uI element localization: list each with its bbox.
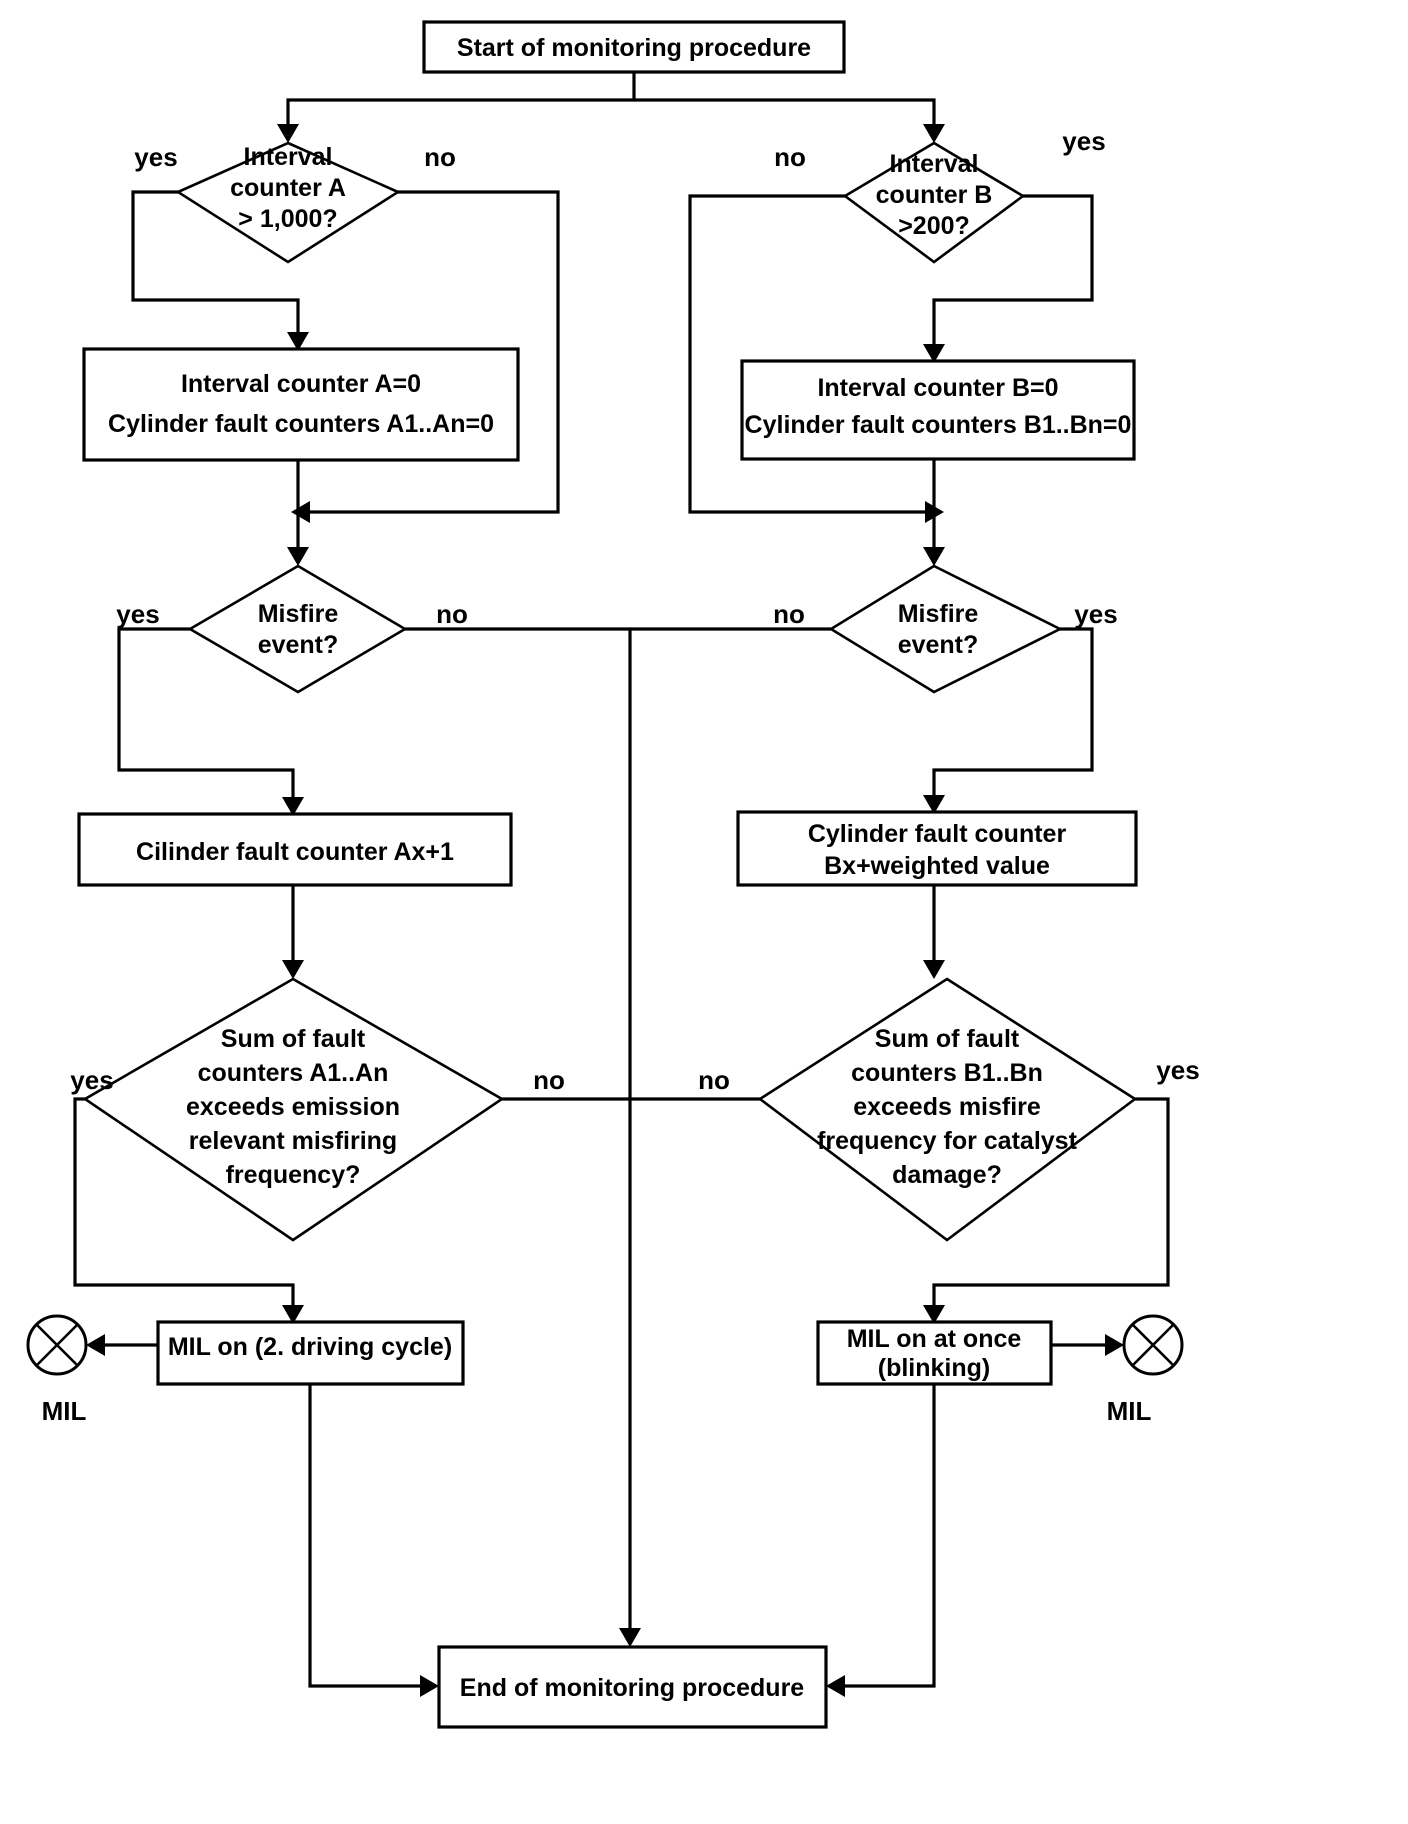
edge-b-no <box>688 194 925 514</box>
node-decision-interval-b[interactable]: Interval counter B >200? <box>842 141 1026 264</box>
arrowhead-mil-once <box>923 1305 945 1324</box>
edge-a-yes <box>131 190 300 332</box>
decision-b-line1: Interval <box>890 150 979 178</box>
node-sum-a[interactable]: Sum of fault counters A1..An exceeds emi… <box>82 977 505 1242</box>
decision-b-line2: counter B <box>876 181 993 209</box>
reset-a-line1: Interval counter A=0 <box>181 370 421 398</box>
arrowhead-mil-lamp-right <box>1105 1334 1124 1356</box>
edge-label-misfire-b-yes: yes <box>1074 599 1117 629</box>
sum-a-line5: frequency? <box>226 1161 361 1189</box>
node-start[interactable]: Start of monitoring procedure <box>422 20 846 74</box>
arrowhead-to-interval-a <box>277 124 299 143</box>
mil-cycle-label: MIL on (2. driving cycle) <box>168 1333 452 1361</box>
edge-label-b-yes: yes <box>1062 126 1105 156</box>
edge-b-yes <box>932 194 1094 344</box>
edge-mil-cycle-to-end <box>308 1384 420 1688</box>
edge-label-sum-a-no: no <box>533 1065 565 1095</box>
sum-b-line2: counters B1..Bn <box>851 1059 1043 1087</box>
arrowhead-mil-cycle <box>282 1305 304 1324</box>
reset-b-line1: Interval counter B=0 <box>817 374 1058 402</box>
edge-label-b-no: no <box>774 142 806 172</box>
decision-b-line3: >200? <box>898 212 970 240</box>
decision-a-line2: counter A <box>230 174 346 202</box>
arrowhead-misfire-b <box>923 547 945 566</box>
edge-mil-once-to-end <box>845 1384 936 1688</box>
node-reset-a[interactable]: Interval counter A=0 Cylinder fault coun… <box>82 347 520 462</box>
node-counter-b-increment[interactable]: Cylinder fault counter Bx+weighted value <box>736 810 1138 887</box>
misfire-b-line2: event? <box>898 631 979 659</box>
connectors <box>73 72 1170 1697</box>
edge-a-no <box>310 190 560 514</box>
edge-start-to-b <box>634 98 936 124</box>
arrowhead-reset-b <box>923 344 945 363</box>
sum-b-line1: Sum of fault <box>875 1025 1020 1053</box>
arrowhead-end-right <box>826 1675 845 1697</box>
mil-once-line1: MIL on at once <box>847 1325 1022 1353</box>
edge-label-misfire-b-no: no <box>773 599 805 629</box>
reset-b-line2: Cylinder fault counters B1..Bn=0 <box>745 411 1132 439</box>
edge-misfire-b-yes <box>932 627 1094 795</box>
edge-label-sum-a-yes: yes <box>70 1065 113 1095</box>
sum-b-line5: damage? <box>892 1161 1002 1189</box>
misfire-a-line2: event? <box>258 631 339 659</box>
arrowhead-spine-end <box>619 1628 641 1647</box>
edge-label-misfire-a-no: no <box>436 599 468 629</box>
arrowhead-sum-b <box>923 960 945 979</box>
mil-lamp-right: MIL <box>1107 1314 1184 1426</box>
arrowhead-end-left <box>420 1675 439 1697</box>
node-misfire-a[interactable]: Misfire event? <box>187 564 408 694</box>
start-label: Start of monitoring procedure <box>457 34 811 62</box>
edge-sum-b-yes <box>932 1097 1170 1305</box>
arrowhead-to-interval-b <box>923 124 945 143</box>
decision-a-line3: > 1,000? <box>238 205 337 233</box>
decision-a-line1: Interval <box>244 143 333 171</box>
arrowhead-counter-a <box>282 797 304 816</box>
edge-start-split <box>286 72 636 124</box>
counter-b-line1: Cylinder fault counter <box>808 820 1067 848</box>
misfire-b-line1: Misfire <box>898 600 979 628</box>
reset-a-line2: Cylinder fault counters A1..An=0 <box>108 410 494 438</box>
mil-once-line2: (blinking) <box>878 1354 990 1382</box>
node-sum-b[interactable]: Sum of fault counters B1..Bn exceeds mis… <box>757 977 1138 1242</box>
sum-a-line2: counters A1..An <box>198 1059 389 1087</box>
node-misfire-b[interactable]: Misfire event? <box>828 564 1063 694</box>
sum-a-line3: exceeds emission <box>186 1093 400 1121</box>
node-counter-a-increment[interactable]: Cilinder fault counter Ax+1 <box>77 812 513 887</box>
mil-lamp-cross-icon <box>1132 1324 1174 1366</box>
edge-label-sum-b-no: no <box>698 1065 730 1095</box>
node-end[interactable]: End of monitoring procedure <box>437 1645 828 1729</box>
mil-lamp-right-label: MIL <box>1107 1396 1152 1426</box>
arrowhead-misfire-a <box>287 547 309 566</box>
arrowhead-sum-a <box>282 960 304 979</box>
mil-lamp-cross-icon <box>36 1324 78 1366</box>
mil-lamp-left-label: MIL <box>42 1396 87 1426</box>
arrowhead-a-no-merge <box>291 501 310 523</box>
edge-label-misfire-a-yes: yes <box>116 599 159 629</box>
edge-label-a-yes: yes <box>134 142 177 172</box>
sum-b-line4: frequency for catalyst <box>817 1127 1077 1155</box>
edge-sum-a-yes <box>73 1097 295 1305</box>
counter-a-line1: Cilinder fault counter Ax+1 <box>136 838 454 866</box>
end-label: End of monitoring procedure <box>460 1674 805 1702</box>
counter-b-line2: Bx+weighted value <box>824 852 1050 880</box>
sum-a-line1: Sum of fault <box>221 1025 366 1053</box>
mil-lamp-left: MIL <box>26 1314 88 1426</box>
arrowhead-mil-lamp-left <box>86 1334 105 1356</box>
node-mil-on-at-once[interactable]: MIL on at once (blinking) <box>816 1320 1053 1386</box>
node-decision-interval-a[interactable]: Interval counter A > 1,000? <box>175 141 401 264</box>
node-mil-on-driving-cycle[interactable]: MIL on (2. driving cycle) <box>156 1320 465 1386</box>
edge-misfire-a-yes <box>117 627 295 797</box>
edge-label-sum-b-yes: yes <box>1156 1055 1199 1085</box>
misfire-a-line1: Misfire <box>258 600 339 628</box>
arrowhead-reset-a <box>287 332 309 351</box>
edge-label-a-no: no <box>424 142 456 172</box>
sum-a-line4: relevant misfiring <box>189 1127 397 1155</box>
sum-b-line3: exceeds misfire <box>853 1093 1041 1121</box>
node-reset-b[interactable]: Interval counter B=0 Cylinder fault coun… <box>740 359 1136 461</box>
arrowhead-counter-b <box>923 795 945 814</box>
